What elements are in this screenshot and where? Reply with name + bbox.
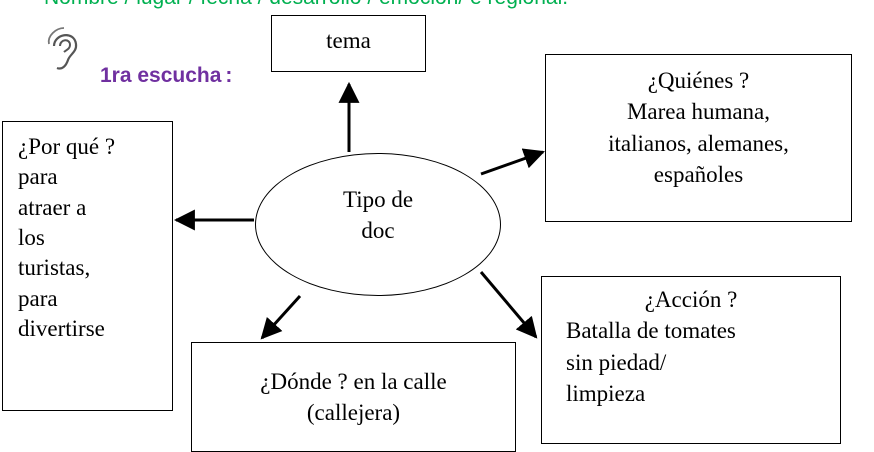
listen-title: 1ra escucha bbox=[100, 64, 222, 87]
accion-box: ¿Acción ? Batalla de tomates sin piedad/… bbox=[541, 276, 841, 444]
donde-line: ¿Dónde ? en la calle bbox=[260, 369, 447, 394]
donde-box: ¿Dónde ? en la calle (callejera) bbox=[191, 342, 516, 452]
porque-line: ¿Por qué ? bbox=[18, 134, 116, 159]
listen-colon: : bbox=[225, 64, 233, 87]
arrow-to-accion bbox=[479, 271, 538, 339]
tema-line: tema bbox=[326, 28, 371, 53]
porque-line: turistas, bbox=[18, 255, 91, 281]
porque-line: divertirse bbox=[18, 316, 105, 342]
quienes-line: españoles bbox=[653, 161, 744, 187]
accion-heading: ¿Acción ? bbox=[644, 287, 738, 312]
quienes-line: italianos, alemanes, bbox=[608, 130, 789, 156]
accion-line: sin piedad/ bbox=[566, 349, 667, 375]
quienes-box: ¿Quiénes ? Marea humana, italianos, alem… bbox=[545, 54, 852, 222]
ear-icon bbox=[47, 27, 78, 70]
porque-line: atraer a bbox=[18, 194, 87, 220]
arrow-to-donde bbox=[260, 294, 302, 340]
center-line: doc bbox=[361, 218, 395, 244]
accion-line: limpieza bbox=[566, 380, 646, 406]
donde-line: (callejera) bbox=[306, 400, 401, 426]
arrow-to-quienes bbox=[480, 148, 545, 176]
top-instruction-text: Nombre / lugar / fecha / desarrollo / em… bbox=[44, 0, 568, 10]
accion-line: Batalla de tomates bbox=[566, 318, 736, 344]
porque-line: los bbox=[18, 225, 45, 251]
tema-box: tema bbox=[271, 15, 426, 72]
porque-line: para bbox=[18, 285, 58, 311]
quienes-line: ¿Quiénes ? bbox=[647, 68, 750, 93]
porque-line: para bbox=[18, 164, 58, 190]
center-line: Tipo de bbox=[342, 187, 414, 212]
center-ellipse: Tipo de doc bbox=[255, 153, 501, 296]
porque-box: ¿Por qué ? para atraer a los turistas, p… bbox=[2, 121, 173, 411]
quienes-line: Marea humana, bbox=[626, 99, 771, 125]
listen-label: 1ra escucha: bbox=[100, 64, 232, 88]
